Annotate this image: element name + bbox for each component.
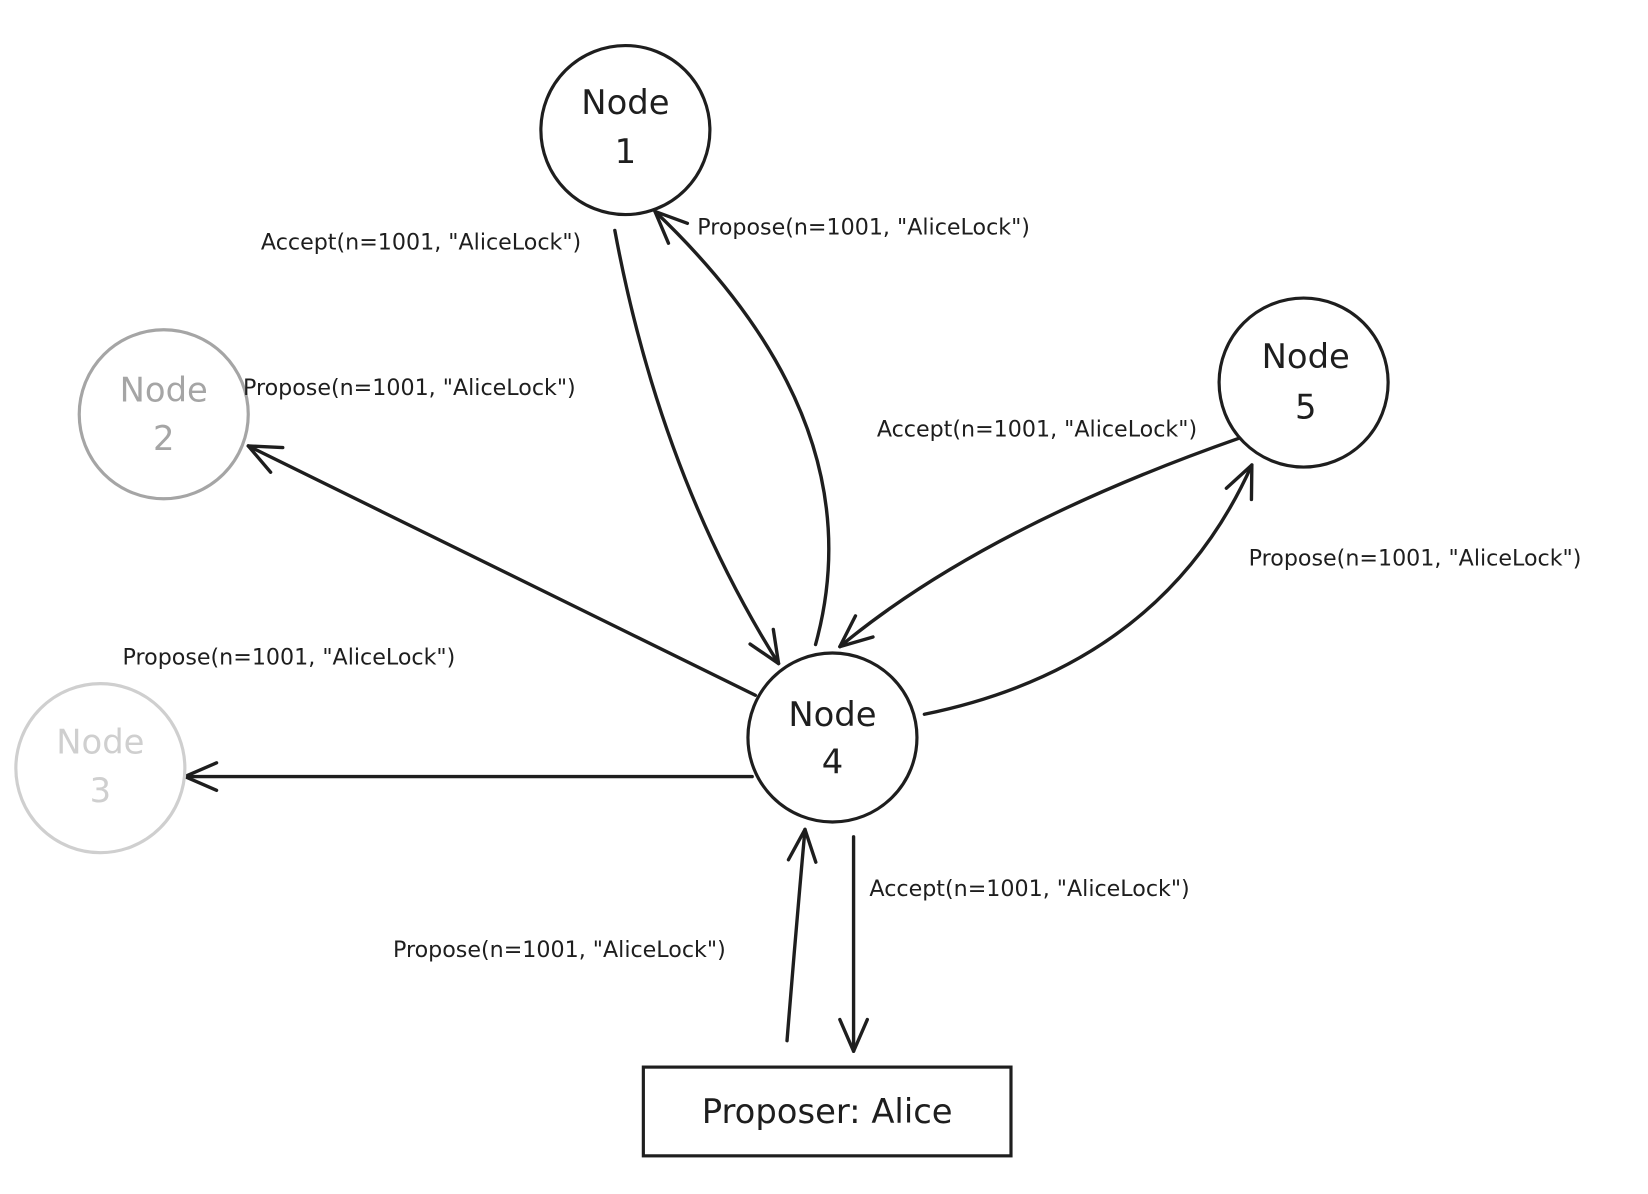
arrow-accept-n1-to-n4-arrowhead-icon [748, 627, 781, 666]
label-propose-alice: Propose(n=1001, "AliceLock") [393, 937, 726, 963]
node-2-label: Node [120, 371, 208, 410]
node-4-number: 4 [822, 742, 844, 781]
proposer-alice: Proposer: Alice [641, 1065, 1013, 1158]
label-accept-alice: Accept(n=1001, "AliceLock") [869, 876, 1189, 902]
label-accept-n1: Accept(n=1001, "AliceLock") [261, 229, 581, 255]
arrow-accept-n5-to-n4-arrowhead-icon [838, 614, 875, 649]
node-4-label: Node [788, 695, 876, 734]
arrow-accept-n4-to-alice-arrowhead-icon [838, 1017, 870, 1053]
node-5-label: Node [1262, 337, 1350, 376]
node-4: Node 4 [746, 651, 919, 824]
arrow-accept-n1-to-n4 [613, 228, 781, 666]
arrow-propose-n4-to-n2 [246, 444, 758, 697]
node-1-label: Node [581, 83, 669, 122]
arrow-propose-alice-to-n4-arrowhead-icon [786, 827, 818, 864]
node-1: Node 1 [539, 43, 712, 217]
arrow-propose-n4-to-n1-arrowhead-icon [653, 209, 690, 245]
arrow-accept-n5-to-n4 [838, 436, 1240, 649]
node-3: Node 3 [14, 682, 187, 855]
node-5-circle [1217, 296, 1390, 469]
arrow-propose-n4-to-n5-arrowhead-icon [1224, 463, 1254, 502]
node-5: Node 5 [1217, 296, 1390, 469]
node-2-circle [77, 328, 250, 501]
proposer-box [641, 1065, 1013, 1158]
label-accept-n5: Accept(n=1001, "AliceLock") [877, 416, 1197, 442]
node-2: Node 2 [77, 328, 250, 501]
node-2-number: 2 [153, 419, 175, 458]
arrow-propose-n4-to-n1 [653, 209, 831, 647]
label-propose-n2: Propose(n=1001, "AliceLock") [243, 375, 576, 401]
node-3-number: 3 [90, 771, 112, 810]
edges [183, 209, 1254, 1053]
arrow-propose-n4-to-n5 [922, 463, 1254, 716]
node-5-number: 5 [1295, 387, 1317, 426]
node-1-number: 1 [615, 132, 637, 171]
node-4-circle [746, 651, 919, 824]
node-3-label: Node [56, 722, 144, 761]
arrow-propose-alice-to-n4 [785, 827, 807, 1043]
label-propose-n3: Propose(n=1001, "AliceLock") [123, 645, 456, 671]
node-3-circle [14, 682, 187, 855]
label-propose-n5: Propose(n=1001, "AliceLock") [1249, 545, 1582, 571]
node-1-circle [539, 43, 712, 217]
proposer-label: Proposer: Alice [702, 1092, 953, 1131]
label-propose-n1: Propose(n=1001, "AliceLock") [697, 215, 1030, 241]
arrow-propose-n4-to-n2-arrowhead-icon [246, 444, 285, 474]
